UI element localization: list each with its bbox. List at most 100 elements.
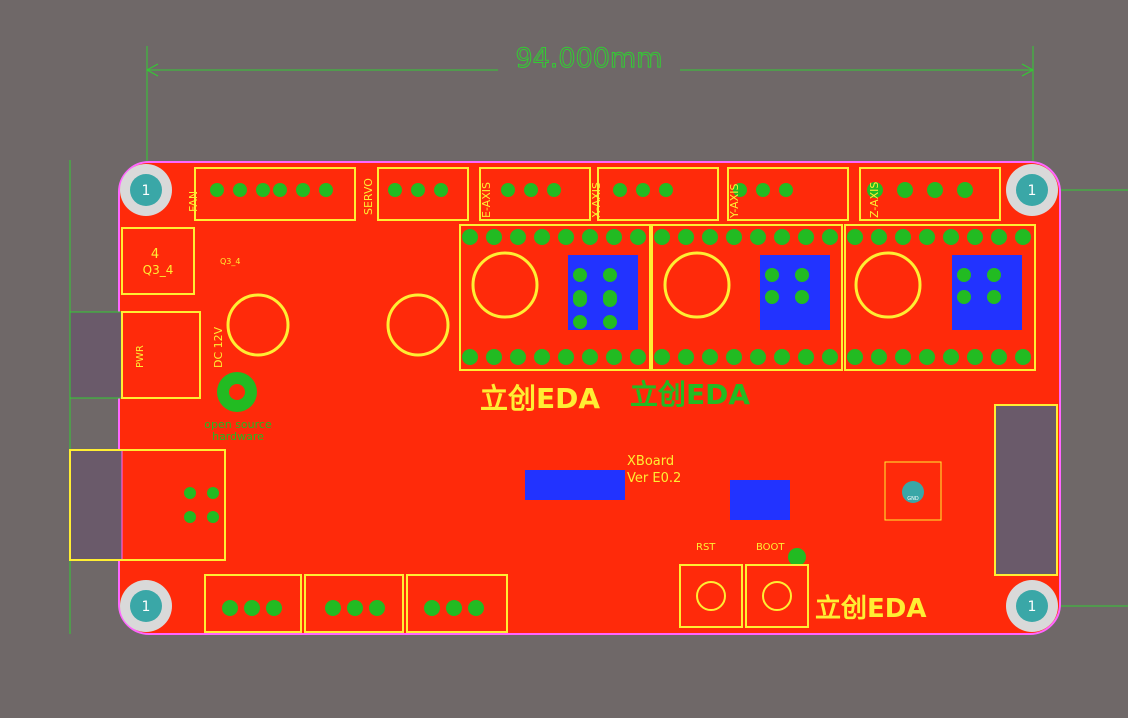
pad[interactable] — [678, 349, 694, 365]
mounting-hole[interactable]: 1 — [1006, 580, 1058, 632]
pad[interactable] — [630, 229, 646, 245]
mcu-chip[interactable]: GND — [884, 461, 942, 521]
pad[interactable] — [774, 229, 790, 245]
pad[interactable] — [788, 548, 806, 566]
pad[interactable] — [659, 183, 673, 197]
switches[interactable] — [679, 564, 809, 628]
mounting-hole[interactable]: 1 — [120, 164, 172, 216]
pad[interactable] — [613, 183, 627, 197]
pad[interactable] — [919, 349, 935, 365]
pad[interactable] — [967, 349, 983, 365]
left-power-section[interactable] — [69, 227, 1058, 576]
pad[interactable] — [654, 229, 670, 245]
pad[interactable] — [957, 182, 973, 198]
pad[interactable] — [774, 349, 790, 365]
pad[interactable] — [424, 600, 440, 616]
pad[interactable] — [486, 349, 502, 365]
pad[interactable] — [795, 268, 809, 282]
pad[interactable] — [266, 600, 282, 616]
pad[interactable] — [184, 487, 196, 499]
pad[interactable] — [524, 183, 538, 197]
pad[interactable] — [411, 183, 425, 197]
pad[interactable] — [756, 183, 770, 197]
pad[interactable] — [798, 229, 814, 245]
pad[interactable] — [207, 487, 219, 499]
pad[interactable] — [919, 229, 935, 245]
pad[interactable] — [750, 349, 766, 365]
pad[interactable] — [867, 182, 883, 198]
pad[interactable] — [654, 349, 670, 365]
pad[interactable] — [603, 268, 617, 282]
pad[interactable] — [847, 349, 863, 365]
pad[interactable] — [582, 229, 598, 245]
pad[interactable] — [991, 229, 1007, 245]
pad[interactable] — [957, 268, 971, 282]
pad[interactable] — [582, 349, 598, 365]
pad[interactable] — [1015, 229, 1031, 245]
pad[interactable] — [325, 600, 341, 616]
pad[interactable] — [750, 229, 766, 245]
pad[interactable] — [636, 183, 650, 197]
pad[interactable] — [702, 229, 718, 245]
pad[interactable] — [927, 182, 943, 198]
pad[interactable] — [319, 183, 333, 197]
pad[interactable] — [486, 229, 502, 245]
pad[interactable] — [462, 229, 478, 245]
pad[interactable] — [388, 183, 402, 197]
pad[interactable] — [462, 349, 478, 365]
bottom-connectors[interactable] — [204, 574, 508, 633]
pad[interactable] — [895, 229, 911, 245]
pad[interactable] — [547, 183, 561, 197]
pad[interactable] — [871, 229, 887, 245]
mounting-hole[interactable]: 1 — [120, 580, 172, 632]
pad[interactable] — [779, 183, 793, 197]
pad[interactable] — [369, 600, 385, 616]
pad[interactable] — [895, 349, 911, 365]
pad[interactable] — [434, 183, 448, 197]
pad[interactable] — [558, 229, 574, 245]
pads[interactable] — [184, 182, 1031, 616]
pad[interactable] — [987, 268, 1001, 282]
pad[interactable] — [943, 349, 959, 365]
pad[interactable] — [347, 600, 363, 616]
pad[interactable] — [765, 290, 779, 304]
pad[interactable] — [256, 183, 270, 197]
pad[interactable] — [897, 182, 913, 198]
pad[interactable] — [798, 349, 814, 365]
pad[interactable] — [943, 229, 959, 245]
pad[interactable] — [510, 349, 526, 365]
pad[interactable] — [630, 349, 646, 365]
pad[interactable] — [558, 349, 574, 365]
pad[interactable] — [501, 183, 515, 197]
pad[interactable] — [822, 229, 838, 245]
pad[interactable] — [606, 229, 622, 245]
pad[interactable] — [822, 349, 838, 365]
pad[interactable] — [795, 290, 809, 304]
pad[interactable] — [987, 290, 1001, 304]
pad[interactable] — [733, 183, 747, 197]
pad[interactable] — [765, 268, 779, 282]
pad[interactable] — [603, 315, 617, 329]
pad[interactable] — [207, 511, 219, 523]
pad[interactable] — [468, 600, 484, 616]
pad[interactable] — [606, 349, 622, 365]
pad[interactable] — [534, 349, 550, 365]
pad[interactable] — [603, 293, 617, 307]
pad[interactable] — [726, 349, 742, 365]
pad[interactable] — [184, 511, 196, 523]
pad[interactable] — [967, 229, 983, 245]
pad[interactable] — [273, 183, 287, 197]
pad[interactable] — [957, 290, 971, 304]
pad[interactable] — [233, 183, 247, 197]
pad[interactable] — [296, 183, 310, 197]
pad[interactable] — [573, 293, 587, 307]
pad[interactable] — [573, 315, 587, 329]
pad[interactable] — [210, 183, 224, 197]
pad[interactable] — [222, 600, 238, 616]
pad[interactable] — [702, 349, 718, 365]
pad[interactable] — [573, 268, 587, 282]
pad[interactable] — [871, 349, 887, 365]
